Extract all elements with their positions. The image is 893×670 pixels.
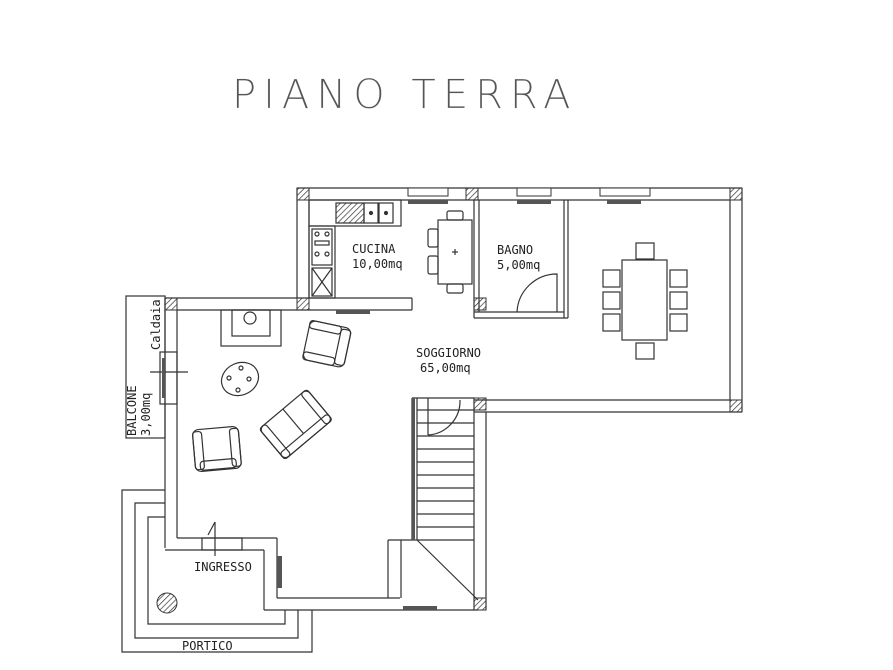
- room-area: 10,00mq: [352, 257, 403, 271]
- caldaia-label: Caldaia: [149, 299, 163, 350]
- room-balcone: BALCONE 3,00mq: [125, 385, 153, 436]
- room-area: 5,00mq: [497, 258, 541, 272]
- plan-title: PIANO TERRA: [232, 72, 578, 118]
- room-cucina: CUCINA 10,00mq: [352, 242, 403, 272]
- room-area: 65,00mq: [420, 361, 471, 375]
- room-name: CUCINA: [352, 242, 396, 256]
- column-icon: [156, 592, 178, 614]
- room-soggiorno: SOGGIORNO 65,00mq: [416, 346, 481, 376]
- room-area: 3,00mq: [139, 392, 153, 436]
- room-ingresso: INGRESSO: [194, 560, 252, 574]
- room-name: BALCONE: [125, 385, 139, 436]
- room-portico: PORTICO: [182, 639, 233, 653]
- room-bagno: BAGNO 5,00mq: [497, 243, 540, 273]
- room-name: SOGGIORNO: [416, 346, 482, 360]
- room-name: BAGNO: [497, 243, 534, 257]
